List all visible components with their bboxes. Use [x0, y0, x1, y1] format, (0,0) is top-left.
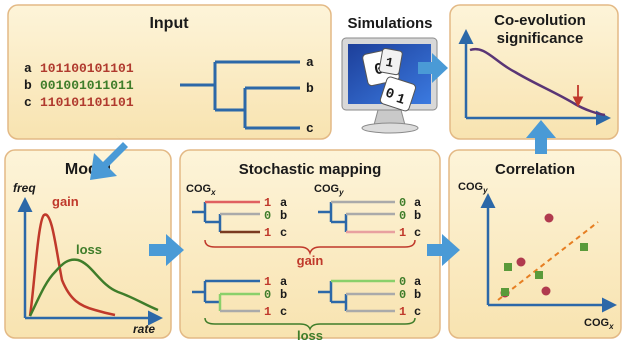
point-green	[501, 288, 509, 296]
model-to-mapping-arrow	[149, 234, 184, 266]
correlation-y-label: COGy	[458, 181, 488, 195]
coevolution-title-line2: significance	[497, 30, 584, 47]
point-red	[516, 257, 526, 267]
correlation-panel: Correlation COGy COGx	[448, 149, 622, 339]
state-value: 0	[399, 275, 406, 289]
gain-curve-label: gain	[52, 194, 79, 209]
taxon-label-a: a	[24, 61, 32, 76]
gain-tree-cogx	[192, 200, 260, 234]
state-value: 1	[264, 275, 271, 289]
leaf-label: a	[280, 275, 287, 289]
loss-brace	[204, 317, 416, 332]
leaf-label: b	[414, 209, 421, 223]
point-red	[544, 213, 554, 223]
state-value: 1	[399, 305, 406, 319]
taxon-label-c: c	[24, 95, 32, 110]
scatter-points	[500, 213, 588, 298]
die-face-2: 1	[384, 55, 394, 71]
loss-tree-cogy-leaves: 0 a 0 b 1 c	[399, 275, 421, 319]
sequence-bits-c: 110101101101	[40, 95, 134, 110]
flow-arrows	[90, 53, 556, 266]
simulations-panel: Simulations 0 1 0 1	[341, 15, 438, 134]
loss-brace-label: loss	[297, 328, 323, 343]
model-panel: Model freq rate gain loss	[4, 149, 172, 339]
input-to-model-arrow	[90, 135, 128, 180]
sequence-bits-b: 001001011011	[40, 78, 134, 93]
loss-rate-curve	[28, 258, 159, 317]
state-value: 1	[399, 226, 406, 240]
model-axes	[17, 197, 163, 326]
point-red	[541, 286, 551, 296]
leaf-label: c	[414, 226, 421, 240]
input-panel: Input a 101100101101 b 001001011011 c 11…	[7, 4, 332, 140]
loss-tree-cogx	[192, 279, 260, 313]
simulations-to-coevolution-arrow	[418, 53, 448, 83]
leaf-label: b	[280, 288, 287, 302]
leaf-label: b	[414, 288, 421, 302]
tree-leaf-c: c	[306, 121, 314, 136]
gain-tree-cogy-leaves: 0 a 0 b 1 c	[399, 196, 421, 240]
simulations-title: Simulations	[347, 15, 432, 32]
leaf-label: c	[414, 305, 421, 319]
leaf-label: a	[414, 275, 421, 289]
state-value: 0	[399, 209, 406, 223]
dice-icon: 0 1 0 1	[362, 47, 416, 112]
point-green	[580, 243, 588, 251]
correlation-x-label: COGx	[584, 317, 614, 331]
state-value: 0	[264, 209, 271, 223]
tree-leaf-b: b	[306, 81, 314, 96]
sequence-row-a: a 101100101101	[24, 61, 134, 76]
correlation-to-coevolution-arrow	[526, 120, 556, 154]
loss-curve-label: loss	[76, 242, 102, 257]
state-value: 1	[264, 305, 271, 319]
leaf-label: a	[414, 196, 421, 210]
sequence-bits-a: 101100101101	[40, 61, 134, 76]
sequence-row-c: c 110101101101	[24, 95, 134, 110]
gain-brace-label: gain	[297, 253, 324, 268]
cog-y-label: COGy	[314, 183, 344, 197]
correlation-axes	[480, 193, 617, 313]
point-green	[504, 263, 512, 271]
taxon-label-b: b	[24, 78, 32, 93]
gain-tree-cogx-leaves: 1 a 0 b 1 c	[264, 196, 287, 240]
coevolution-panel: Co-evolution significance	[449, 4, 619, 140]
leaf-label: c	[280, 226, 287, 240]
leaf-label: b	[280, 209, 287, 223]
loss-tree-cogy	[318, 279, 395, 313]
leaf-label: c	[280, 305, 287, 319]
point-green	[535, 271, 543, 279]
mapping-to-correlation-arrow	[427, 234, 460, 266]
significance-curve	[469, 47, 606, 117]
tree-leaf-a: a	[306, 55, 314, 70]
regression-line	[497, 221, 599, 301]
sequence-row-b: b 001001011011	[24, 78, 134, 93]
significance-axes	[458, 29, 611, 126]
leaf-label: a	[280, 196, 287, 210]
input-tree	[180, 60, 300, 130]
state-value: 0	[264, 288, 271, 302]
state-value: 0	[399, 288, 406, 302]
correlation-title: Correlation	[495, 161, 575, 178]
coevolution-title-line1: Co-evolution	[494, 12, 586, 29]
state-value: 0	[399, 196, 406, 210]
gain-rate-curve	[28, 213, 116, 317]
input-title: Input	[149, 15, 189, 32]
mapping-title: Stochastic mapping	[239, 161, 382, 178]
loss-tree-cogx-leaves: 1 a 0 b 1 c	[264, 275, 287, 319]
model-y-label: freq	[13, 181, 36, 195]
model-x-label: rate	[133, 322, 155, 336]
cog-x-label: COGx	[186, 183, 216, 197]
mapping-panel: Stochastic mapping COGx COGy 1 a 0 b 1 c	[179, 149, 441, 343]
gain-tree-cogy	[318, 200, 395, 234]
state-value: 1	[264, 196, 271, 210]
state-value: 1	[264, 226, 271, 240]
gain-brace	[204, 239, 416, 256]
